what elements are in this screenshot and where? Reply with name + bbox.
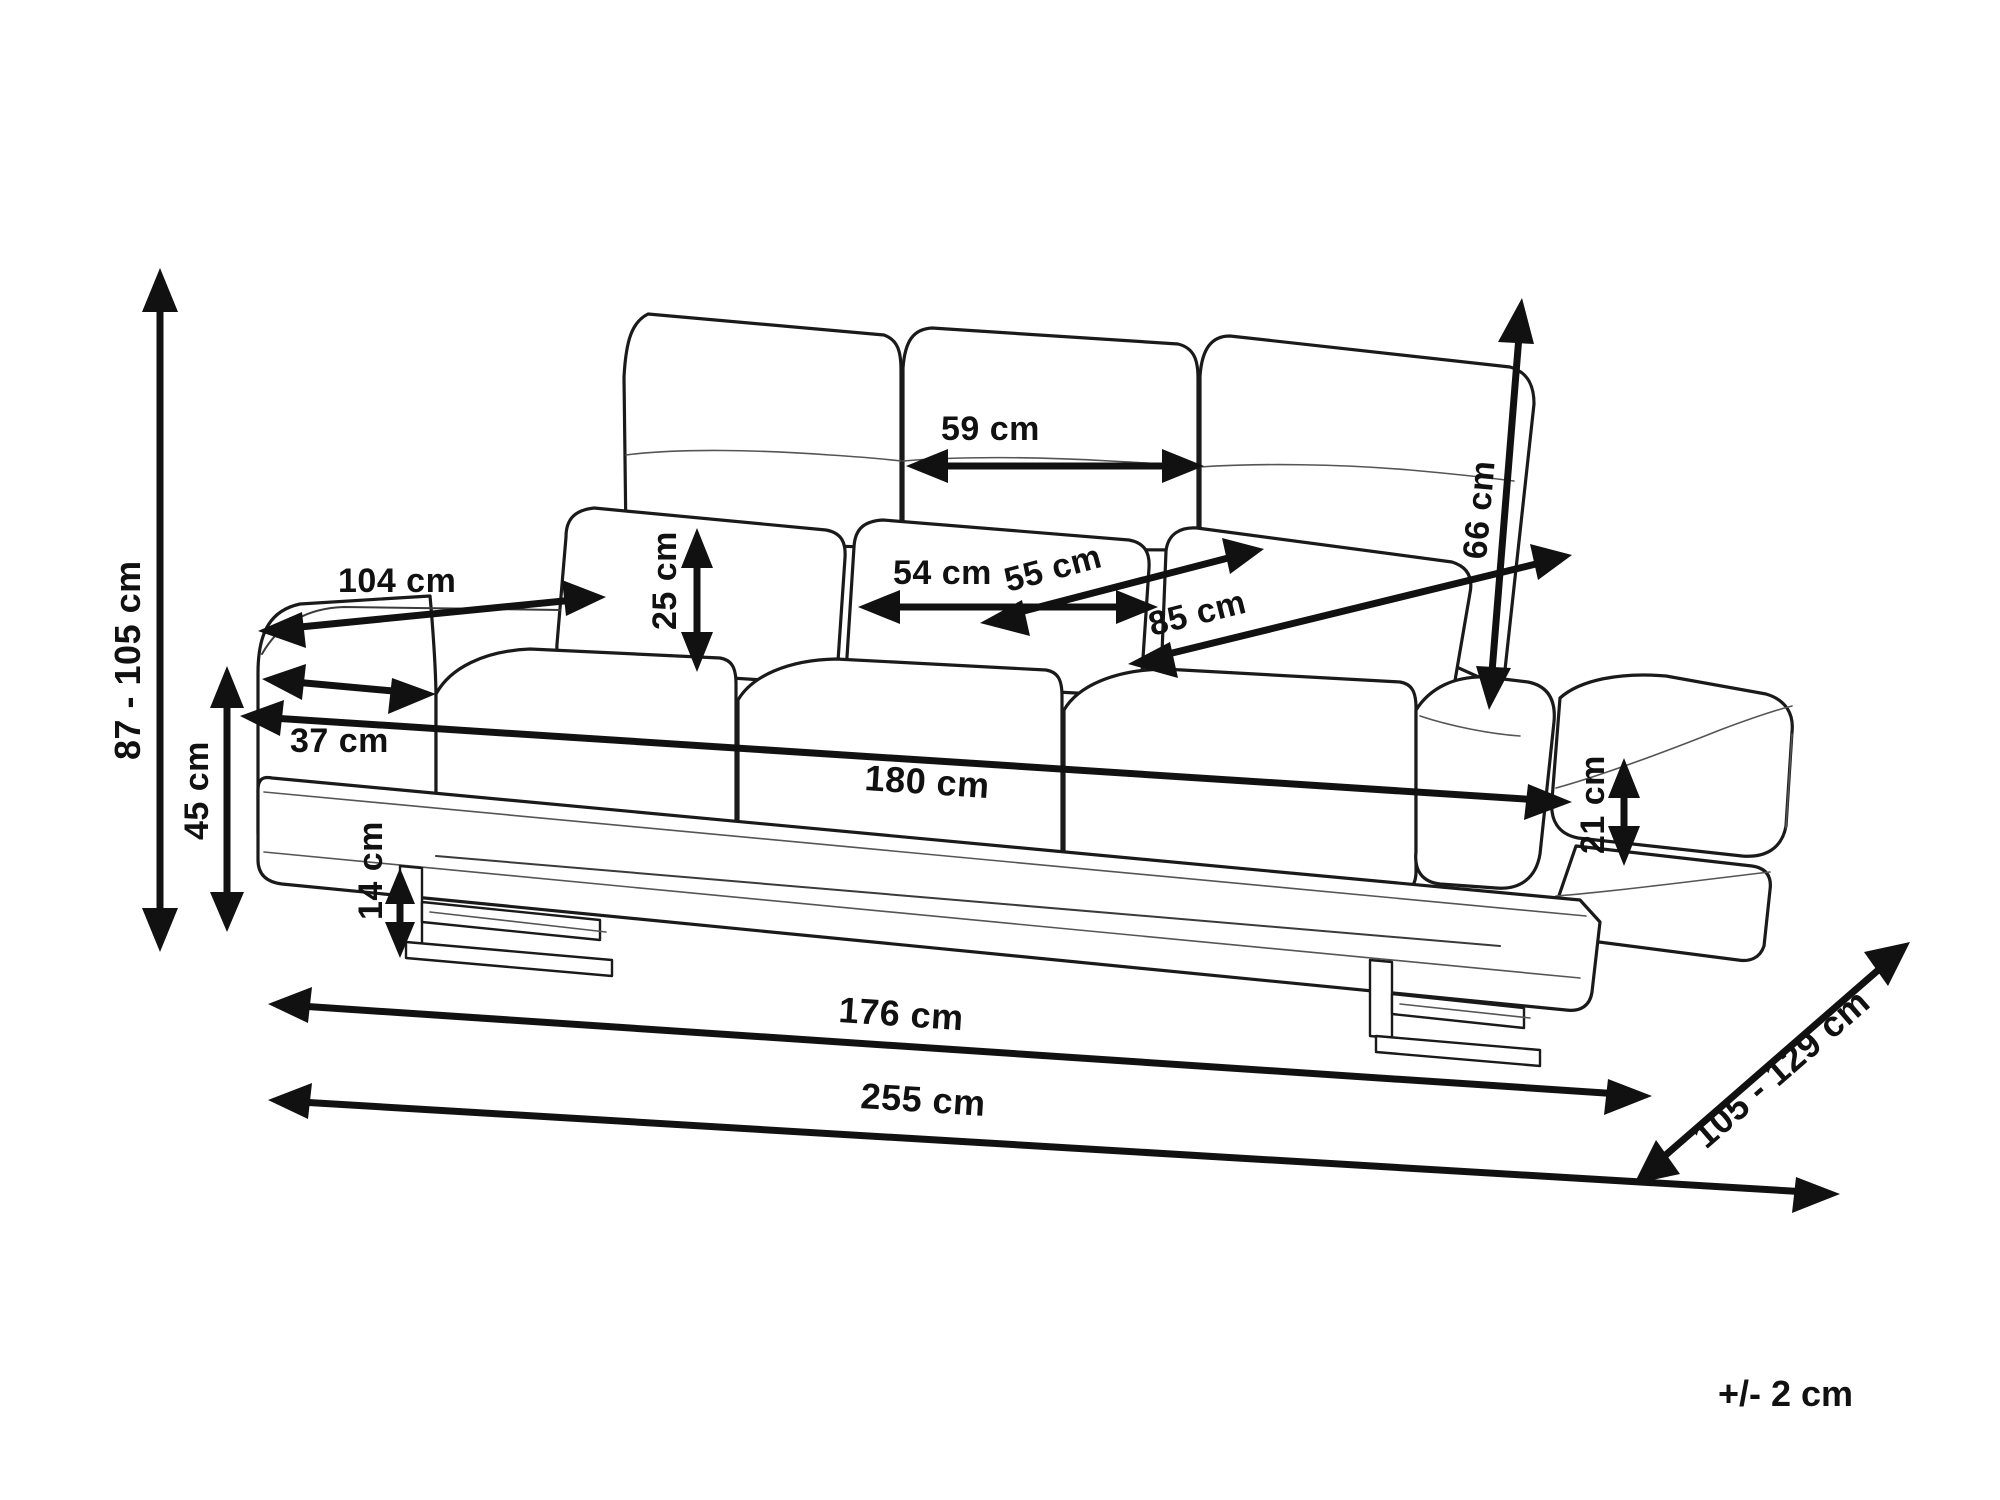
- dimension-annotations: 87 - 105 cm 45 cm 104 cm 37 c: [107, 268, 1910, 1213]
- plinth-top-edge: [263, 791, 1587, 917]
- arrow-left-icon: [268, 987, 312, 1023]
- arrow-left-icon: [258, 612, 306, 648]
- arrow-up-icon: [210, 666, 244, 708]
- dim-arm-depth-total: 104 cm: [258, 562, 606, 648]
- dim-label-lumbar-cushion-width: 54 cm: [893, 554, 992, 592]
- arrow-right-icon: [1116, 590, 1158, 624]
- dim-backrest-height: 66 cm: [1456, 298, 1534, 710]
- backrest-panel-left-seam: [625, 449, 902, 462]
- dim-label-arm-width: 37 cm: [290, 722, 389, 760]
- dim-seat-width: 180 cm: [240, 700, 1572, 820]
- backrest-panel-left: [622, 312, 903, 550]
- arrow-right-icon: [1162, 449, 1204, 483]
- sofa-base-plinth: [256, 775, 1602, 1012]
- dim-label-seat-height: 45 cm: [178, 741, 216, 840]
- arrow-left-icon: [858, 590, 900, 624]
- ottoman-base-seam: [1555, 871, 1771, 897]
- arrow-up-icon: [1608, 758, 1640, 798]
- backrest-panel-middle: [901, 326, 1200, 552]
- arrow-right-icon: [1530, 544, 1572, 580]
- ottoman-cushion-seam: [1555, 705, 1793, 789]
- arrow-down-left-icon: [1634, 1140, 1680, 1184]
- arrow-right-icon: [1222, 538, 1264, 574]
- arrow-down-icon: [142, 908, 178, 952]
- right-metal-leg: [1368, 958, 1542, 1068]
- arrow-down-icon: [1608, 826, 1640, 866]
- dim-label-arm-depth-total: 104 cm: [338, 562, 456, 600]
- dim-label-cushion-thickness: 25 cm: [646, 531, 684, 630]
- dim-label-seat-width: 180 cm: [863, 757, 990, 806]
- arrow-up-icon: [1498, 298, 1534, 344]
- dim-overall-height: 87 - 105 cm: [107, 268, 178, 952]
- arrow-right-icon: [1524, 784, 1572, 820]
- dim-label-overall-height: 87 - 105 cm: [107, 560, 148, 760]
- sofa-back-lower-panel: [435, 855, 1501, 947]
- dim-frame-width: 176 cm: [268, 987, 1652, 1115]
- arrow-up-icon: [142, 268, 178, 312]
- tolerance-note-label: +/- 2 cm: [1718, 1373, 1853, 1414]
- backrest-panel-right-seam: [1199, 463, 1515, 482]
- arrow-right-icon: [562, 580, 606, 616]
- arrow-right-icon: [1792, 1177, 1840, 1213]
- dim-backrest-panel-width: 59 cm: [906, 410, 1204, 483]
- arrow-down-icon: [1476, 666, 1511, 710]
- tolerance-note: +/- 2 cm: [1718, 1373, 1853, 1414]
- dim-label-backrest-height: 66 cm: [1456, 459, 1502, 561]
- arrow-up-icon: [385, 868, 415, 904]
- arrow-left-icon: [268, 1083, 312, 1119]
- arrow-up-icon: [681, 528, 713, 568]
- arrow-left-icon: [240, 700, 284, 736]
- arrow-up-right-icon: [1864, 942, 1910, 986]
- dim-label-leg-height: 14 cm: [352, 821, 390, 920]
- dim-seat-height: 45 cm: [178, 666, 244, 932]
- dim-lumbar-cushion-width: 54 cm: [858, 554, 1158, 624]
- arrow-right-icon: [1604, 1079, 1652, 1115]
- dim-label-backrest-panel-width: 59 cm: [941, 410, 1040, 448]
- dim-extended-depth: 105 - 129 cm: [1634, 942, 1910, 1184]
- dim-label-frame-width: 176 cm: [837, 989, 965, 1038]
- dim-label-total-width: 255 cm: [859, 1075, 986, 1124]
- dim-cushion-thickness: 25 cm: [646, 528, 713, 672]
- dim-leg-height: 14 cm: [352, 821, 415, 958]
- right-armrest-inner-edge: [1419, 715, 1521, 737]
- ottoman-cushion: [1550, 673, 1794, 858]
- dim-label-ottoman-height: 21 cm: [1574, 755, 1612, 854]
- right-armrest: [1414, 675, 1556, 890]
- dim-arm-width: 37 cm: [262, 664, 436, 760]
- arrow-right-icon: [388, 678, 436, 714]
- dim-label-extended-depth: 105 - 129 cm: [1684, 981, 1877, 1156]
- dim-ottoman-height: 21 cm: [1574, 755, 1640, 866]
- arrow-left-icon: [980, 600, 1030, 636]
- arrow-down-icon: [681, 632, 713, 672]
- arrow-down-icon: [385, 922, 415, 958]
- dim-total-width: 255 cm: [268, 1075, 1840, 1213]
- ottoman-right-side-edge: [1785, 733, 1793, 829]
- plinth-mid-edge: [263, 851, 1581, 979]
- arrow-left-icon: [262, 664, 306, 700]
- arrow-left-icon: [906, 449, 948, 483]
- arrow-down-icon: [210, 892, 244, 932]
- arrow-left-icon: [1128, 642, 1178, 678]
